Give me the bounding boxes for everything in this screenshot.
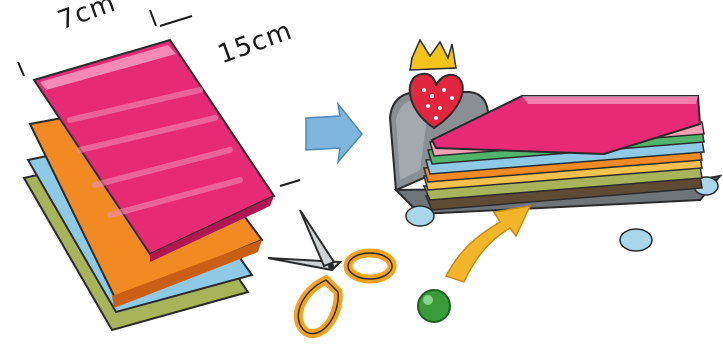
arrow-up-icon — [446, 206, 530, 282]
paper-stack-icon — [24, 40, 274, 330]
green-ball-icon — [418, 290, 450, 322]
scissors-icon — [268, 210, 392, 334]
arrow-right-icon — [306, 104, 362, 162]
